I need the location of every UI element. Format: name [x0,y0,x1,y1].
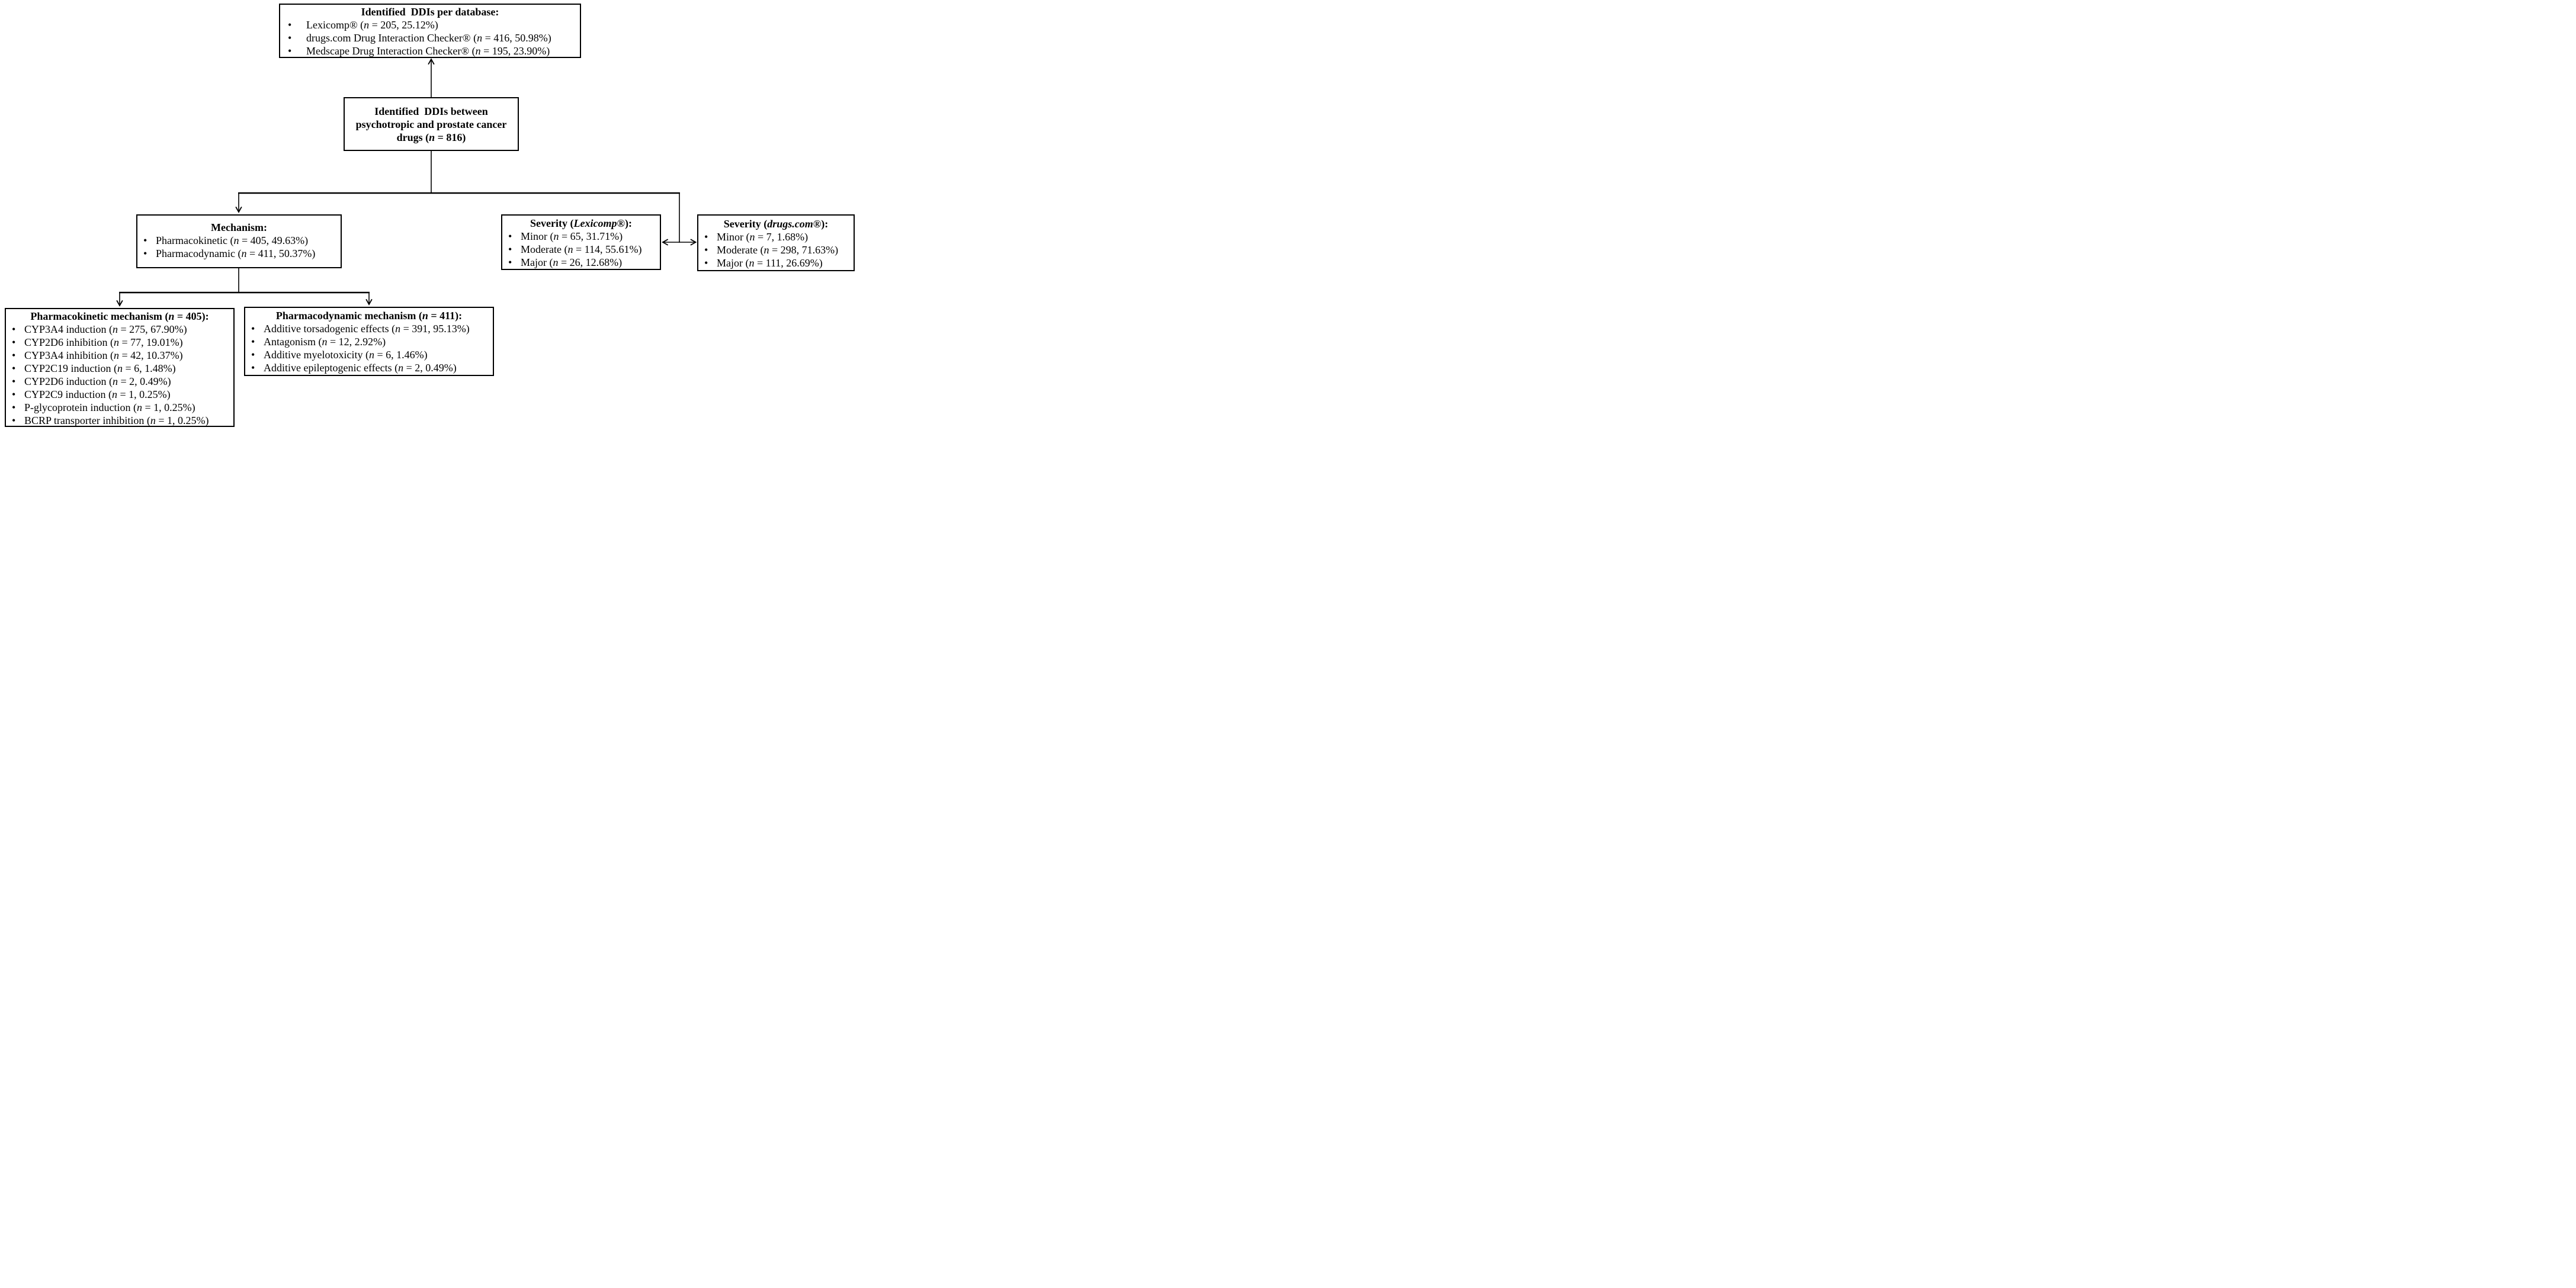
item-text: Moderate (n = 298, 71.63%) [717,244,839,256]
list-item: • Additive myelotoxicity (n = 6, 1.46%) [245,348,493,361]
severity-drugscom-list: • Minor (n = 7, 1.68%) • Moderate (n = 2… [698,230,854,269]
bullet-icon: • [288,19,292,31]
item-text: CYP3A4 induction (n = 275, 67.90%) [24,323,187,335]
list-item: • CYP2C9 induction (n = 1, 0.25%) [6,388,233,401]
total-ddis-box: Identified DDIs between psychotropic and… [344,97,519,151]
list-item: • Lexicomp® (n = 205, 25.12%) [280,18,580,31]
list-item: • drugs.com Drug Interaction Checker® (n… [280,31,580,44]
database-box: Identified DDIs per database: • Lexicomp… [279,4,581,58]
mechanism-box-list: • Pharmacokinetic (n = 405, 49.63%) • Ph… [137,234,341,260]
list-item: • Moderate (n = 114, 55.61%) [502,243,660,256]
list-item: • Medscape Drug Interaction Checker® (n … [280,44,580,57]
list-item: • CYP2C19 induction (n = 6, 1.48%) [6,362,233,375]
item-text: CYP3A4 inhibition (n = 42, 10.37%) [24,349,183,361]
list-item: • Major (n = 111, 26.69%) [698,256,854,269]
database-box-title: Identified DDIs per database: [361,6,499,18]
list-item: • Pharmacodynamic (n = 411, 50.37%) [137,247,341,260]
bullet-icon: • [12,402,16,413]
bullet-icon: • [251,336,255,348]
total-ddis-line1: Identified DDIs between [374,105,488,117]
item-text: Pharmacokinetic (n = 405, 49.63%) [156,235,309,246]
bullet-icon: • [508,230,512,242]
pharmacokinetic-box-title: Pharmacokinetic mechanism (n = 405): [30,310,209,322]
bullet-icon: • [12,336,16,348]
connector-lines [116,58,697,307]
bullet-icon: • [288,45,292,57]
severity-lexicomp-box: Severity (Lexicomp®): • Minor (n = 65, 3… [501,214,661,270]
list-item: • Minor (n = 7, 1.68%) [698,230,854,243]
pharmacodynamic-box-list: • Additive torsadogenic effects (n = 391… [245,322,493,374]
item-text: Moderate (n = 114, 55.61%) [521,243,642,255]
item-text: Additive epileptogenic effects (n = 2, 0… [264,362,457,374]
list-item: • Additive torsadogenic effects (n = 391… [245,322,493,335]
item-text: Antagonism (n = 12, 2.92%) [264,336,386,348]
bullet-icon: • [143,235,147,246]
title-prefix: Severity ( [723,218,768,230]
total-ddis-line2: psychotropic and prostate cancer [355,118,507,130]
title-suffix: ): [821,218,829,230]
item-text: Additive torsadogenic effects (n = 391, … [264,323,470,335]
list-item: • CYP2D6 induction (n = 2, 0.49%) [6,375,233,388]
item-text: CYP2D6 induction (n = 2, 0.49%) [24,375,171,387]
item-text: Medscape Drug Interaction Checker® (n = … [306,45,550,57]
item-text: Lexicomp® (n = 205, 25.12%) [306,19,438,31]
severity-drugscom-box: Severity (drugs.com®): • Minor (n = 7, 1… [697,214,855,271]
item-text: Additive myelotoxicity (n = 6, 1.46%) [264,349,428,361]
list-item: • BCRP transporter inhibition (n = 1, 0.… [6,414,233,427]
bullet-icon: • [704,244,708,256]
bullet-icon: • [12,375,16,387]
pharmacodynamic-box-title: Pharmacodynamic mechanism (n = 411): [275,310,463,322]
list-item: • Major (n = 26, 12.68%) [502,256,660,269]
list-item: • CYP3A4 inhibition (n = 42, 10.37%) [6,349,233,362]
list-item: • CYP2D6 inhibition (n = 77, 19.01%) [6,336,233,349]
severity-lexicomp-list: • Minor (n = 65, 31.71%) • Moderate (n =… [502,230,660,269]
bullet-icon: • [251,362,255,374]
item-text: Major (n = 26, 12.68%) [521,256,623,268]
bullet-icon: • [704,257,708,269]
bullet-icon: • [508,243,512,255]
item-text: CYP2D6 inhibition (n = 77, 19.01%) [24,336,183,348]
pharmacodynamic-box: Pharmacodynamic mechanism (n = 411): • A… [244,307,494,376]
pharmacokinetic-box-list: • CYP3A4 induction (n = 275, 67.90%) • C… [6,323,233,427]
pharmacokinetic-box: Pharmacokinetic mechanism (n = 405): • C… [5,308,235,427]
bullet-icon: • [12,362,16,374]
list-item: • CYP3A4 induction (n = 275, 67.90%) [6,323,233,336]
item-text: BCRP transporter inhibition (n = 1, 0.25… [24,415,209,426]
bullet-icon: • [508,256,512,268]
item-text: P-glycoprotein induction (n = 1, 0.25%) [24,402,195,413]
bullet-icon: • [12,415,16,426]
title-prefix: Severity ( [530,217,574,229]
item-text: Pharmacodynamic (n = 411, 50.37%) [156,248,316,259]
item-text: CYP2C9 induction (n = 1, 0.25%) [24,388,171,400]
mechanism-box-title: Mechanism: [211,221,267,233]
bullet-icon: • [251,323,255,335]
bullet-icon: • [12,388,16,400]
item-text: drugs.com Drug Interaction Checker® (n =… [306,32,551,44]
bullet-icon: • [12,349,16,361]
bullet-icon: • [251,349,255,361]
list-item: • Additive epileptogenic effects (n = 2,… [245,361,493,374]
title-suffix: ): [624,217,632,229]
database-box-list: • Lexicomp® (n = 205, 25.12%) • drugs.co… [280,18,580,57]
bullet-icon: • [143,248,147,259]
list-item: • Moderate (n = 298, 71.63%) [698,243,854,256]
list-item: • Pharmacokinetic (n = 405, 49.63%) [137,234,341,247]
list-item: • Antagonism (n = 12, 2.92%) [245,335,493,348]
item-text: CYP2C19 induction (n = 6, 1.48%) [24,362,176,374]
flowchart-canvas: Identified DDIs per database: • Lexicomp… [0,0,859,429]
severity-lexicomp-title: Severity (Lexicomp®): [502,217,660,230]
title-db-name: Lexicomp® [573,217,625,229]
item-text: Minor (n = 7, 1.68%) [717,231,809,243]
list-item: • Minor (n = 65, 31.71%) [502,230,660,243]
mechanism-box: Mechanism: • Pharmacokinetic (n = 405, 4… [136,214,342,268]
list-item: • P-glycoprotein induction (n = 1, 0.25%… [6,401,233,414]
item-text: Minor (n = 65, 31.71%) [521,230,623,242]
severity-drugscom-title: Severity (drugs.com®): [698,217,854,230]
title-db-name: drugs.com® [767,218,822,230]
bullet-icon: • [288,32,292,44]
bullet-icon: • [704,231,708,243]
item-text: Major (n = 111, 26.69%) [717,257,823,269]
total-ddis-line3: drugs (n = 816) [396,131,466,143]
bullet-icon: • [12,323,16,335]
